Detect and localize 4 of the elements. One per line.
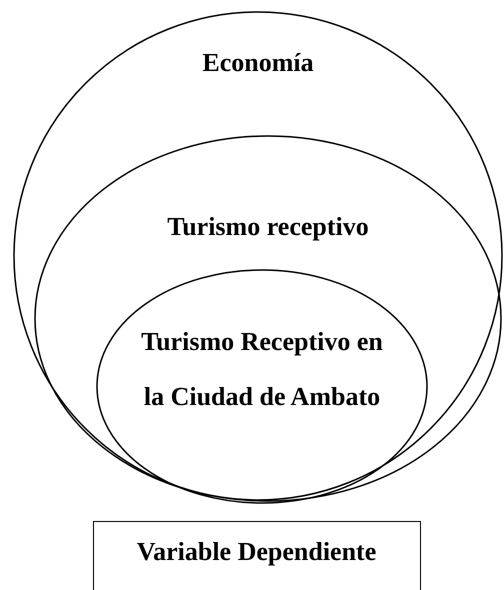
node-label: Turismo receptivo <box>166 211 370 243</box>
node-label: Economía <box>201 47 315 79</box>
node-label: Turismo Receptivo en la Ciudad de Ambato <box>140 326 384 413</box>
node-label: Variable Dependiente <box>136 536 378 568</box>
